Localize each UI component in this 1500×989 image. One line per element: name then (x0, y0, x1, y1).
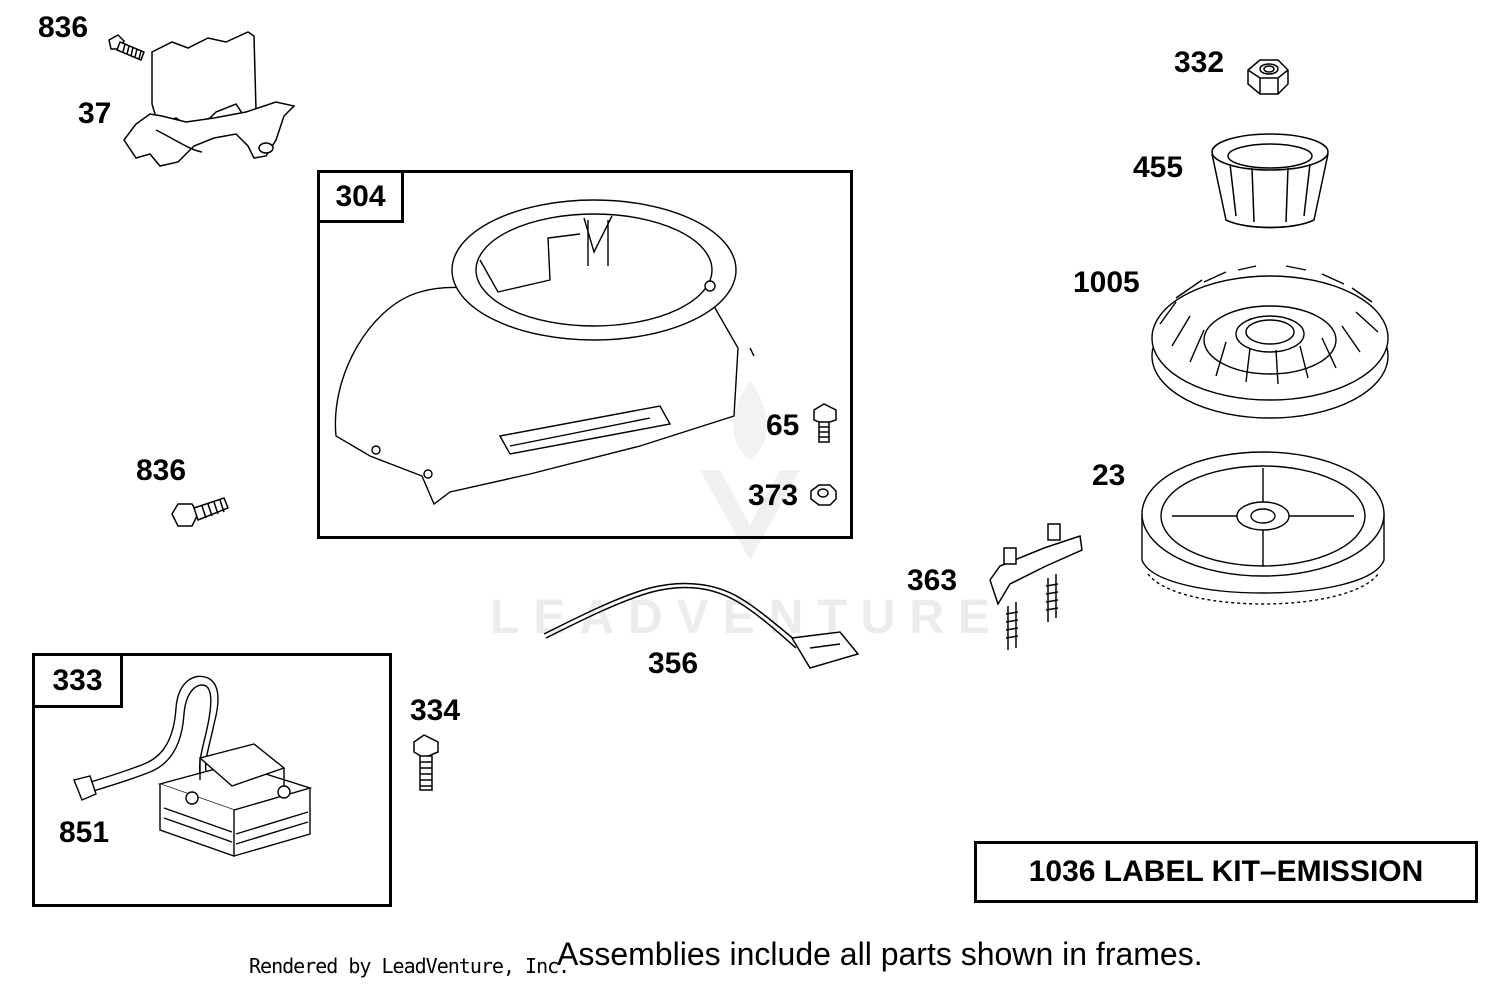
blower-housing-304-icon (330, 196, 770, 510)
part-label-23: 23 (1092, 459, 1126, 492)
footer-assemblies-note: Assemblies include all parts shown in fr… (557, 936, 1203, 972)
part-label-332: 332 (1174, 46, 1225, 79)
part-label-373: 373 (748, 479, 799, 512)
frame-tag-333: 333 (35, 656, 123, 708)
watermark-logo-icon (700, 380, 800, 560)
footer-rendered-by: Rendered by LeadVenture, Inc. (249, 954, 570, 978)
part-label-836-mid: 836 (136, 454, 187, 487)
bolt-65-icon (810, 402, 840, 444)
bracket-363-icon (986, 518, 1086, 654)
part-label-363: 363 (907, 564, 958, 597)
bolt-334-icon (410, 732, 442, 794)
part-label-37: 37 (78, 97, 112, 130)
watermark-text: LEADVENTURE (490, 591, 1005, 644)
screw-836-top-icon (106, 32, 148, 64)
ground-wire-356-icon (540, 576, 864, 682)
label-kit-emission-box: 1036 LABEL KIT–EMISSION (974, 841, 1478, 903)
starter-cup-455-icon (1206, 130, 1334, 232)
part-label-836-top: 836 (38, 11, 89, 44)
part-label-356: 356 (648, 647, 699, 680)
ignition-armature-icon (64, 668, 364, 874)
part-label-65: 65 (766, 409, 800, 442)
nut-332-icon (1244, 56, 1292, 98)
fan-1005-icon (1146, 258, 1394, 422)
part-label-851: 851 (59, 816, 110, 849)
nut-373-icon (808, 482, 838, 508)
part-label-455: 455 (1133, 151, 1184, 184)
flywheel-23-icon (1138, 444, 1388, 634)
frame-blower-housing: 304 (317, 170, 853, 539)
part-label-334: 334 (410, 694, 461, 727)
frame-tag-304: 304 (320, 173, 404, 223)
bolt-836-mid-icon (168, 492, 230, 536)
frame-ignition-armature: 333 (32, 653, 392, 907)
part-label-1005: 1005 (1073, 266, 1140, 299)
air-guide-37-icon (116, 30, 300, 170)
